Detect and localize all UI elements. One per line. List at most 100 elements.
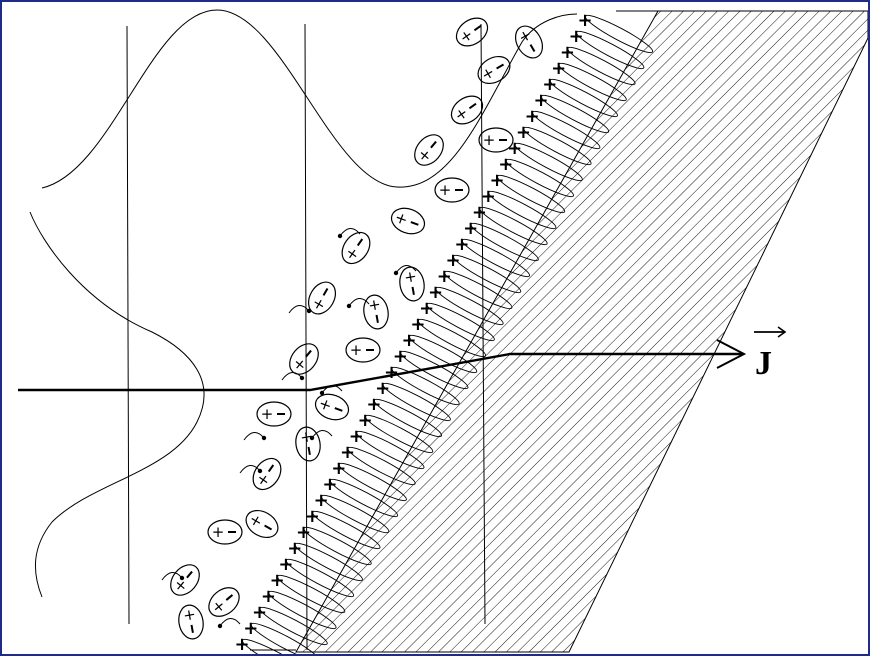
current-label: J [755,345,772,382]
hatched-electrode [295,10,868,653]
adsorbed-dipole: + [340,442,416,486]
particle-ellipse [478,127,514,153]
adsorbed-dipole: + [454,234,530,278]
dipole-ellipse [259,606,328,646]
polar-particle: + [345,337,381,363]
dipole-charge: + [349,426,364,447]
dipole-ellipse [329,478,399,518]
dipole-ellipse [470,222,539,262]
particle-minus [322,287,329,296]
particle-ellipse [414,134,444,166]
dipole-charge: + [525,106,540,127]
polar-particle: + [295,426,321,462]
adsorbed-dipole: + [349,426,425,470]
particle-ellipse [390,207,426,235]
dipole-charge: + [542,74,557,95]
dipole-ellipse [488,190,557,230]
adsorbed-dipole: + [322,474,399,518]
particle-minus [496,63,505,70]
particle-ellipse [208,587,240,617]
rotation-arc [395,265,417,274]
adsorbed-dipole: + [446,250,522,294]
particle-plus: + [297,429,317,445]
dipole-charge: + [463,218,478,239]
dipole-charge: + [331,458,346,479]
adsorbed-dipole: + [419,298,495,342]
dipole-charge: + [270,570,285,591]
particle-plus: + [350,341,363,359]
adsorbed-dipole: + [498,154,574,198]
particle-plus: + [439,181,452,199]
polar-particle: + [434,177,470,203]
adsorbed-dipole: + [542,74,618,118]
dipole-charge: + [278,554,293,575]
dipole-charge: + [577,10,592,31]
particle-ellipse [178,604,204,640]
particle-ellipse [307,281,337,315]
adsorbed-dipole: + [384,362,460,406]
particle-minus [225,594,234,601]
polar-particle: + [256,401,292,427]
adsorbed-dipole: + [551,58,627,102]
dipole-ellipse [576,30,645,70]
rotation-arrowhead [261,435,267,441]
dipole-charge: + [551,58,566,79]
rotation-arrow [337,228,361,239]
rotation-arrowhead [299,375,305,381]
adsorbed-dipole: + [314,490,390,534]
dipole-charge: + [384,362,399,383]
particle-minus [267,464,275,473]
polar-particle: + [363,294,389,330]
polar-particle: + [414,134,444,166]
dipole-ellipse [514,142,583,182]
rotation-arc [239,465,261,474]
rotation-arrow [281,372,305,381]
particle-minus [264,524,273,531]
particle-ellipse [363,294,389,330]
rotation-arrowhead [179,575,185,581]
particle-plus: + [392,208,410,229]
dipole-charge: + [252,602,267,623]
dipole-charge: + [560,42,575,63]
dipole-ellipse [532,110,601,150]
particle-minus [186,570,193,579]
rotation-arrow [288,305,312,314]
dipole-charge: + [314,490,329,511]
particle-plus: + [261,405,274,423]
particle-minus [334,407,343,412]
particle-plus: + [483,131,496,149]
polar-particle: + [477,55,511,84]
dipole-charge: + [454,234,469,255]
rotation-arrowhead [257,468,263,474]
dipole-charge: + [569,26,584,47]
rotation-arrows [161,228,417,629]
rotation-arc [161,572,183,581]
adsorbed-dipole: + [366,394,443,438]
adsorbed-dipole: + [270,570,346,614]
particle-ellipse [295,426,321,462]
adsorbed-dipole: + [278,554,355,598]
particle-ellipse [245,509,279,539]
particle-minus [529,44,536,53]
dipole-charge: + [410,314,425,335]
rotation-arrowhead [306,308,312,314]
polar-particle: + [455,17,489,47]
dipole-ellipse [241,638,311,654]
dipole-ellipse [435,286,504,326]
dipole-charge: + [375,378,390,399]
dipole-ellipse [303,526,372,566]
particle-ellipse [341,231,371,265]
particle-ellipse [345,337,381,363]
particle-minus [410,221,419,226]
particle-ellipse [399,266,425,302]
adsorbed-dipole: + [577,10,654,54]
particle-ellipse [207,519,243,545]
reference-line-3 [480,23,486,625]
adsorbed-dipole: + [463,218,539,262]
dipole-charge: + [234,634,249,654]
rotation-arrow [319,385,343,396]
adsorbed-dipole: + [481,186,557,230]
dipole-ellipse [452,254,522,294]
dipole-charge: + [490,170,505,191]
